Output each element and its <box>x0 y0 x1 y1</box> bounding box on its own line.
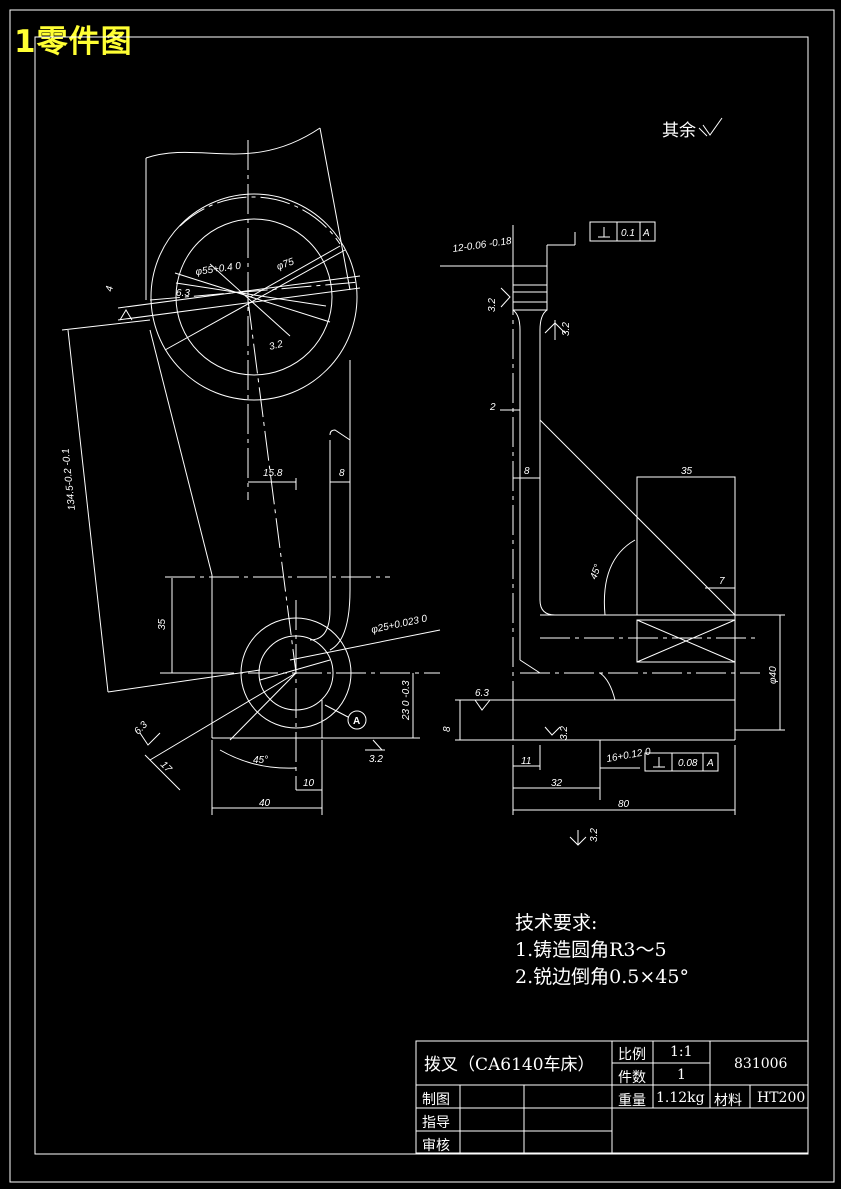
dim-d80: 80 <box>618 799 630 810</box>
front-view <box>61 127 441 815</box>
dim-d134: 134.5-0.2 -0.1 <box>61 448 78 511</box>
drawn-label: 制图 <box>422 1092 450 1108</box>
dim-r32-side2: 3.2 <box>561 322 572 336</box>
dim-d4: 4 <box>104 285 116 293</box>
dim-d7: 7 <box>719 576 725 587</box>
dim-r32-side1: 3.2 <box>487 298 498 312</box>
dim-d32: 32 <box>551 778 563 789</box>
dim-r32-bottom-left: 3.2 <box>369 754 383 765</box>
dim-a45-right: 45° <box>588 563 604 581</box>
title-block-grid <box>415 1040 809 1154</box>
dim-d55: φ55+0.4 0 <box>195 261 242 278</box>
page-title: 1零件图 <box>14 24 133 60</box>
tol-datum-top: A <box>642 228 650 239</box>
qty-label: 件数 <box>618 1070 646 1086</box>
qty-value: 1 <box>677 1067 686 1083</box>
tech-item-1: 1.铸造圆角R3～5 <box>515 939 667 961</box>
part-name: 拨叉（CA6140车床） <box>424 1055 595 1075</box>
dim-d40-right: φ40 <box>768 666 779 684</box>
dim-d23: 23 0 -0.3 <box>401 680 412 721</box>
dim-r63-left: 6.3 <box>132 719 150 737</box>
dim-r32-bottom: 3.2 <box>589 828 600 842</box>
guide-label: 指导 <box>422 1115 450 1131</box>
dim-d25: φ25+0.023 0 <box>370 613 428 636</box>
tol-perp-top: 0.1 <box>621 228 635 239</box>
tol-datum-bottom: A <box>706 758 714 769</box>
material-value: HT200 <box>757 1090 806 1106</box>
dim-d11: 11 <box>521 756 531 767</box>
roughness-note: 其余 <box>662 121 696 141</box>
dim-d8-left: 8 <box>339 468 345 479</box>
dim-d35-left: 35 <box>157 618 168 630</box>
weight-label: 重量 <box>618 1093 646 1109</box>
dim-d75: φ75 <box>275 256 296 273</box>
material-label: 材料 <box>714 1093 742 1109</box>
datum-circle-a: A <box>353 716 360 727</box>
tech-requirements: 技术要求: 1.铸造圆角R3～5 2.锐边倒角0.5×45° <box>515 910 689 991</box>
dim-d17: 17 <box>158 759 174 775</box>
drawing-number: 831006 <box>734 1056 788 1072</box>
dim-a45-left: 45° <box>253 755 268 766</box>
dim-r63-top: 6.3 <box>176 288 190 299</box>
review-label: 审核 <box>422 1138 450 1154</box>
tech-item-2: 2.锐边倒角0.5×45° <box>515 966 689 988</box>
dim-d12: 12-0.06 -0.18 <box>452 236 513 255</box>
dim-d8-bottom: 8 <box>442 726 453 732</box>
dim-d40: 40 <box>259 798 271 809</box>
dim-d35-right: 35 <box>681 466 693 477</box>
weight-value: 1.12kg <box>656 1090 705 1106</box>
scale-label: 比例 <box>618 1047 646 1063</box>
tol-perp-bottom: 0.08 <box>678 758 698 769</box>
dim-d8-right: 8 <box>524 466 530 477</box>
dim-r63-right: 6.3 <box>475 688 489 699</box>
outer-border <box>9 9 835 1183</box>
scale-value: 1:1 <box>670 1044 693 1060</box>
dim-r32-top: 3.2 <box>268 339 285 353</box>
dim-d2: 2 <box>489 402 496 413</box>
tech-heading: 技术要求: <box>515 912 598 934</box>
dim-r32-right-mid: 3.2 <box>559 726 570 740</box>
dim-d158: 15.8 <box>263 468 283 479</box>
dim-d10: 10 <box>303 778 315 789</box>
side-view <box>440 117 785 846</box>
inner-border <box>34 36 809 1155</box>
